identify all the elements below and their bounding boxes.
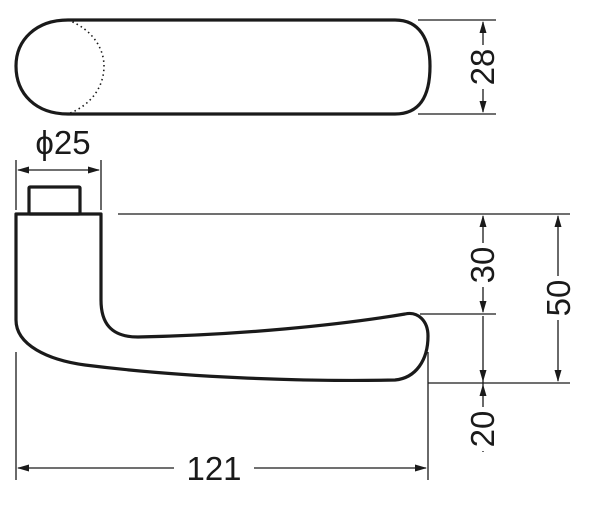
label-mask bbox=[543, 276, 573, 320]
arrowhead bbox=[479, 301, 487, 313]
dimension-label-28: 28 bbox=[464, 49, 501, 86]
arrowhead bbox=[479, 101, 487, 113]
dimension-28: 28 bbox=[418, 19, 501, 115]
label-mask bbox=[468, 243, 498, 287]
side-view: ϕ25 30 20 50 bbox=[14, 124, 577, 487]
collar bbox=[27, 185, 82, 216]
arrowhead bbox=[554, 370, 562, 382]
dimension-label-30: 30 bbox=[464, 247, 501, 284]
label-mask bbox=[174, 450, 254, 486]
arrowhead bbox=[88, 166, 100, 174]
dimension-label-20: 20 bbox=[464, 411, 501, 448]
dimension-121: 121 bbox=[15, 352, 429, 487]
arrowhead bbox=[479, 215, 487, 227]
arrowhead bbox=[479, 384, 487, 396]
arrowhead bbox=[17, 464, 29, 472]
label-mask bbox=[468, 407, 498, 451]
arrowhead bbox=[479, 370, 487, 382]
arrowhead bbox=[554, 215, 562, 227]
dimension-50: 50 bbox=[540, 215, 577, 382]
top-view: 28 bbox=[14, 18, 501, 116]
dimension-30: 30 bbox=[464, 215, 501, 313]
top-view-hidden-collar bbox=[67, 19, 105, 115]
top-view-outline bbox=[14, 18, 432, 116]
dimension-label-50: 50 bbox=[540, 280, 577, 317]
arrowhead bbox=[479, 21, 487, 33]
lever-outline bbox=[14, 212, 430, 383]
arrowhead bbox=[415, 464, 427, 472]
label-mask bbox=[468, 45, 498, 89]
dimension-20: 20 bbox=[464, 316, 501, 452]
dimension-phi25: ϕ25 bbox=[15, 124, 102, 210]
arrowhead bbox=[17, 166, 29, 174]
dimension-label-phi25: ϕ25 bbox=[35, 124, 90, 161]
dimension-label-121: 121 bbox=[186, 450, 241, 487]
